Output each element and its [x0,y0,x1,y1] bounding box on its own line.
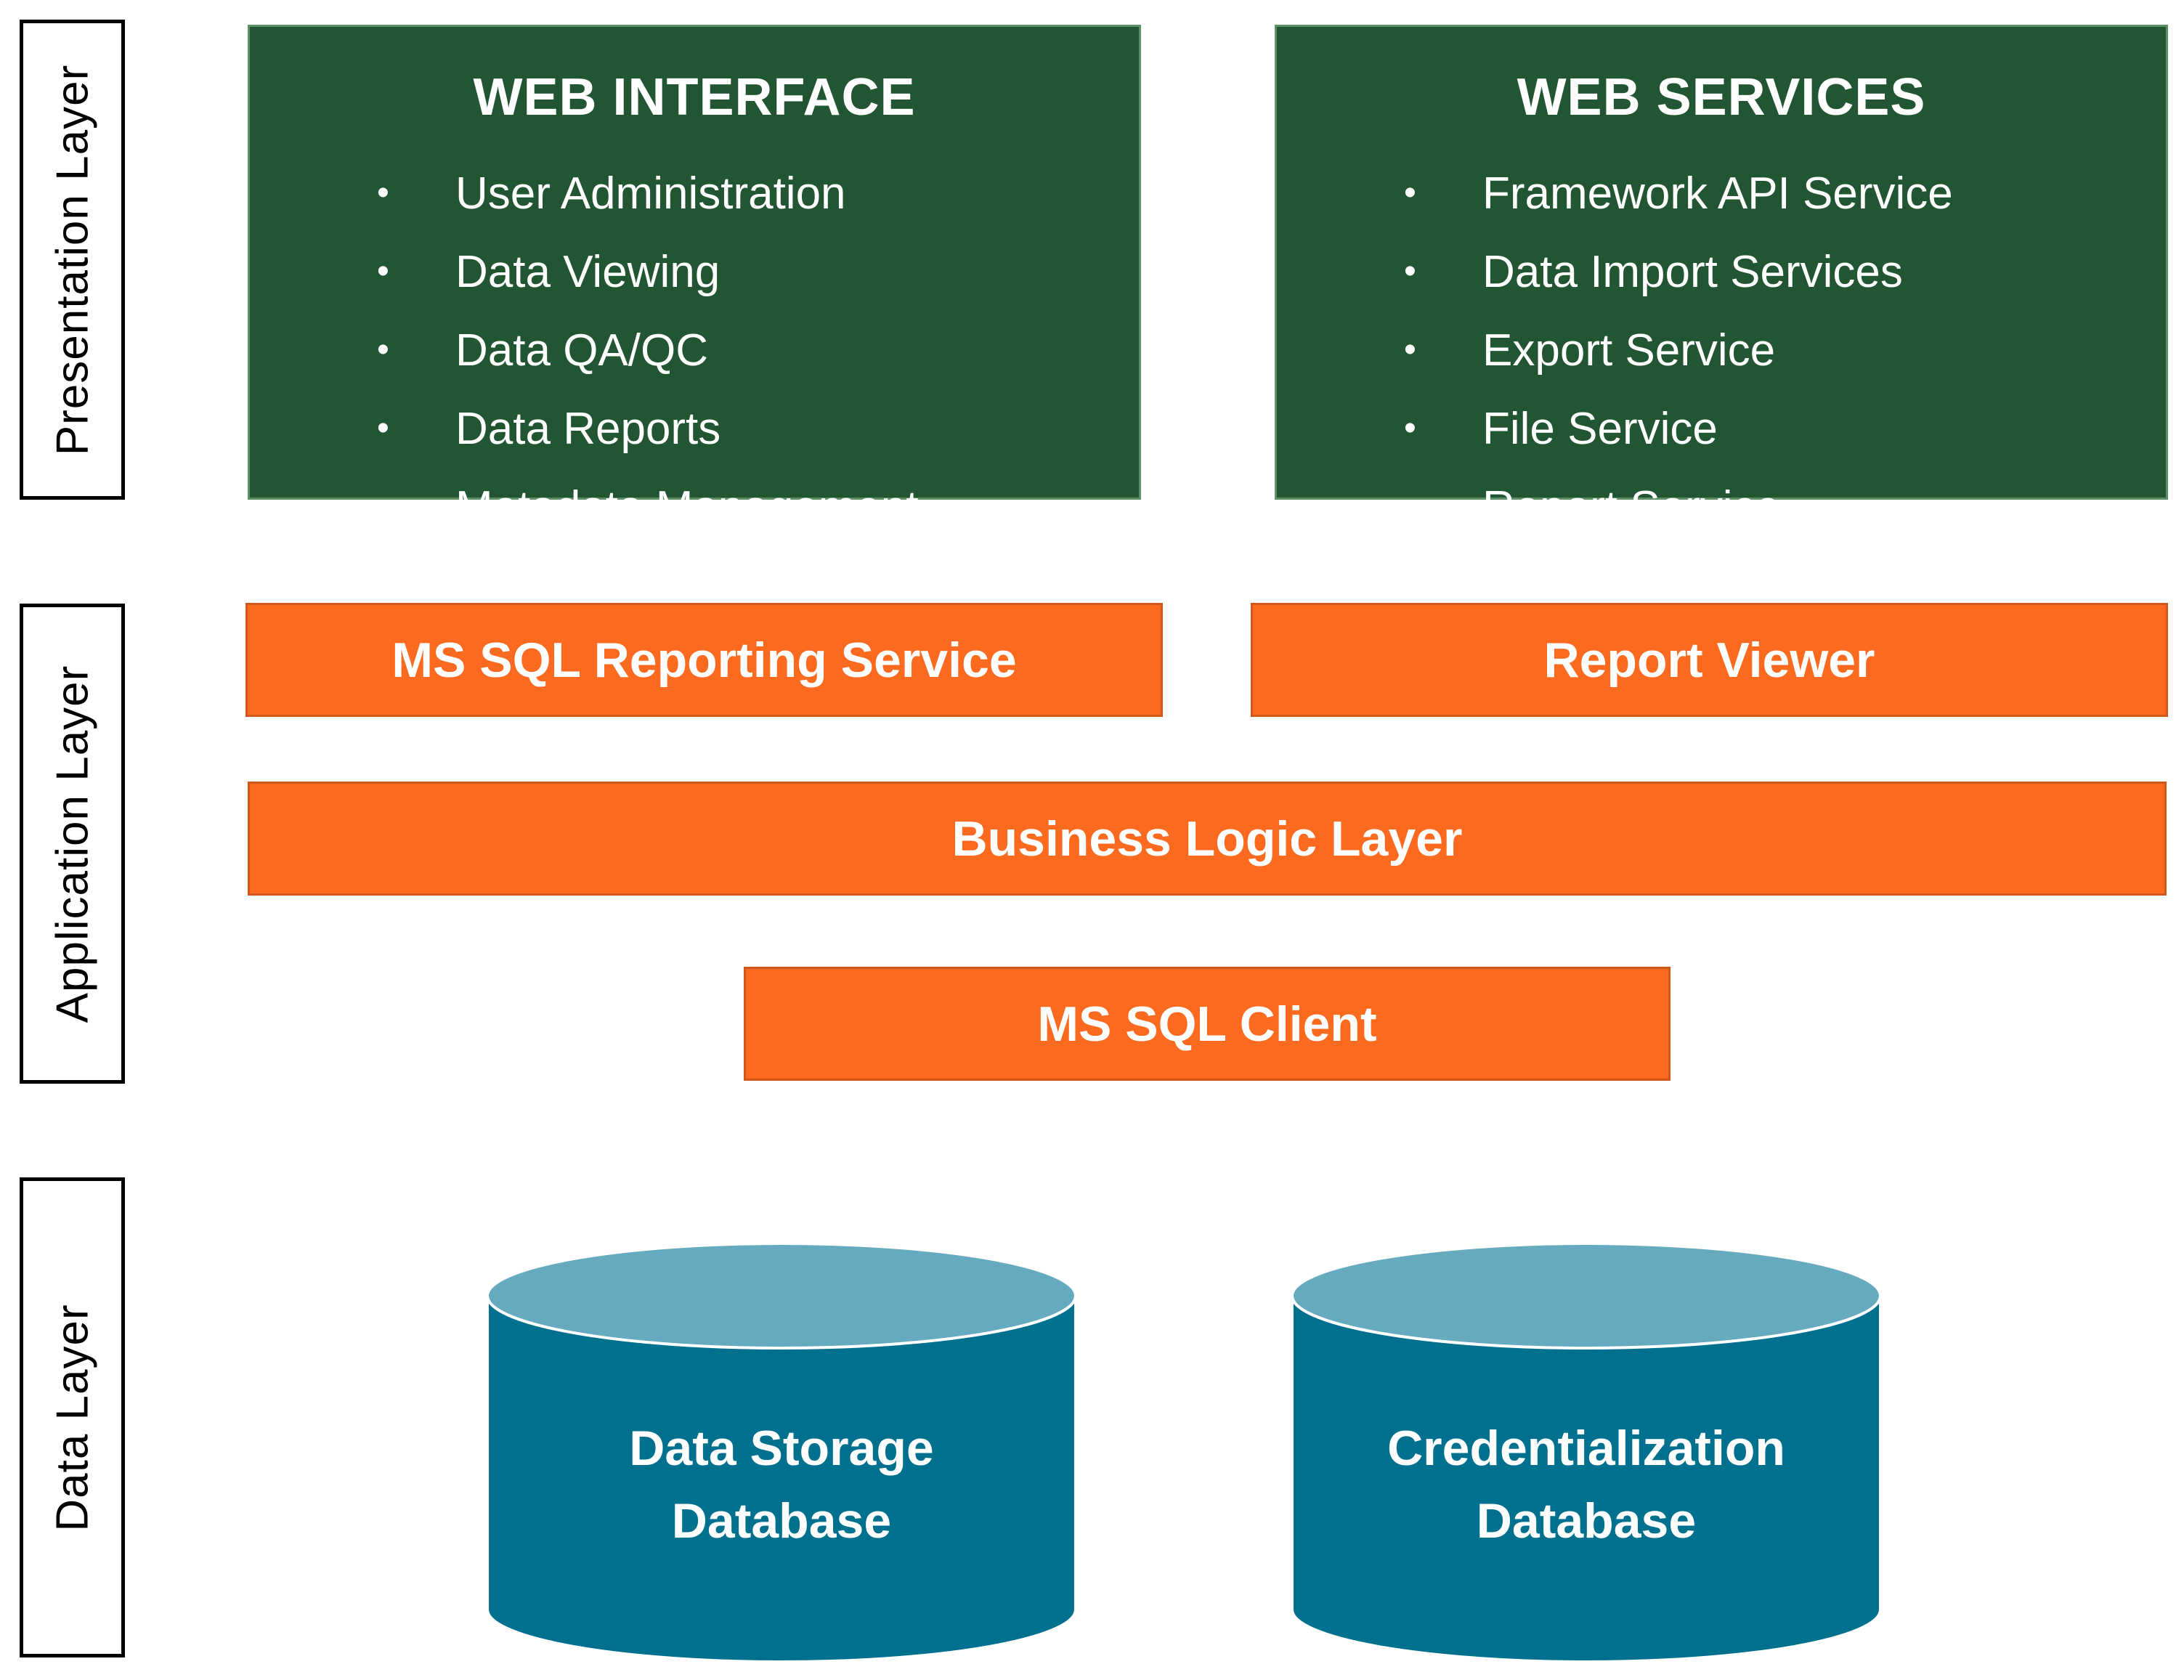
list-item: • Framework API Service [1404,154,1953,232]
list-item: • Data Import Services [1404,232,1953,311]
list-item: • Data Reports [377,389,919,468]
database-cylinder-icon [486,1242,1077,1663]
data-layer-label: Data Layer [47,1303,97,1532]
bullet-icon: • [377,409,389,447]
ms-sql-reporting-service-box: MS SQL Reporting Service [245,603,1163,717]
database-label-line: Data Storage [629,1421,934,1476]
web-interface-list: • User Administration • Data Viewing • Data… [377,154,919,546]
database-label-line: Database [671,1493,892,1549]
database-label-line: Database [1476,1493,1697,1549]
list-item: • Export Service [1404,311,1953,389]
credentialization-database-label: Credentialization Database [1289,1412,1883,1557]
bullet-icon: • [1404,487,1416,526]
bullet-icon: • [1404,174,1416,212]
web-interface-title: WEB INTERFACE [473,68,916,126]
list-item-label: Data QA/QC [455,325,708,376]
report-viewer-box: Report Viewer [1251,603,2168,717]
list-item-label: Data Reports [455,403,721,454]
web-services-title: WEB SERVICES [1517,68,1926,126]
list-item: • User Administration [377,154,919,232]
list-item: • Report Service [1404,468,1953,546]
database-label-line: Credentialization [1387,1421,1785,1476]
data-layer-label-box: Data Layer [20,1177,125,1657]
list-item-label: Export Service [1482,325,1776,376]
business-logic-layer-box: Business Logic Layer [248,782,2167,896]
data-storage-database-label: Data Storage Database [484,1412,1079,1557]
list-item: • Data QA/QC [377,311,919,389]
list-item: • Data Viewing [377,232,919,311]
application-layer-label-box: Application Layer [20,604,125,1084]
credentialization-database: Credentialization Database [1289,1241,1883,1665]
list-item-label: Data Import Services [1482,246,1903,297]
application-layer-label: Application Layer [47,665,97,1023]
bullet-icon: • [377,487,389,526]
ms-sql-client-box: MS SQL Client [744,967,1671,1081]
list-item: • File Service [1404,389,1953,468]
bullet-icon: • [377,330,389,369]
database-cylinder-icon [1291,1242,1882,1663]
bullet-icon: • [377,174,389,212]
list-item-label: Data Viewing [455,246,720,297]
bullet-icon: • [1404,409,1416,447]
web-interface-box: WEB INTERFACE • User Administration • Data… [248,25,1141,532]
data-storage-database: Data Storage Database [484,1241,1079,1665]
list-item-label: Metadata Management [455,482,919,532]
presentation-layer-label-box: Presentation Layer [20,20,125,500]
bullet-icon: • [377,252,389,291]
list-item-label: File Service [1482,403,1718,454]
bullet-icon: • [1404,330,1416,369]
bullet-icon: • [1404,252,1416,291]
list-item-label: Framework API Service [1482,168,1953,219]
presentation-layer-label: Presentation Layer [47,64,97,455]
web-services-list: • Framework API Service • Data Import Serv… [1404,154,1953,546]
list-item-label: User Administration [455,168,846,219]
list-item: • Metadata Management [377,468,919,546]
database-top-shape [486,1242,1077,1350]
database-body-shape [1291,1294,1882,1663]
web-services-box: WEB SERVICES • Framework API Service • Dat… [1275,25,2168,532]
database-body-shape [486,1294,1077,1663]
database-top-shape [1291,1242,1882,1350]
list-item-label: Report Service [1482,482,1781,532]
